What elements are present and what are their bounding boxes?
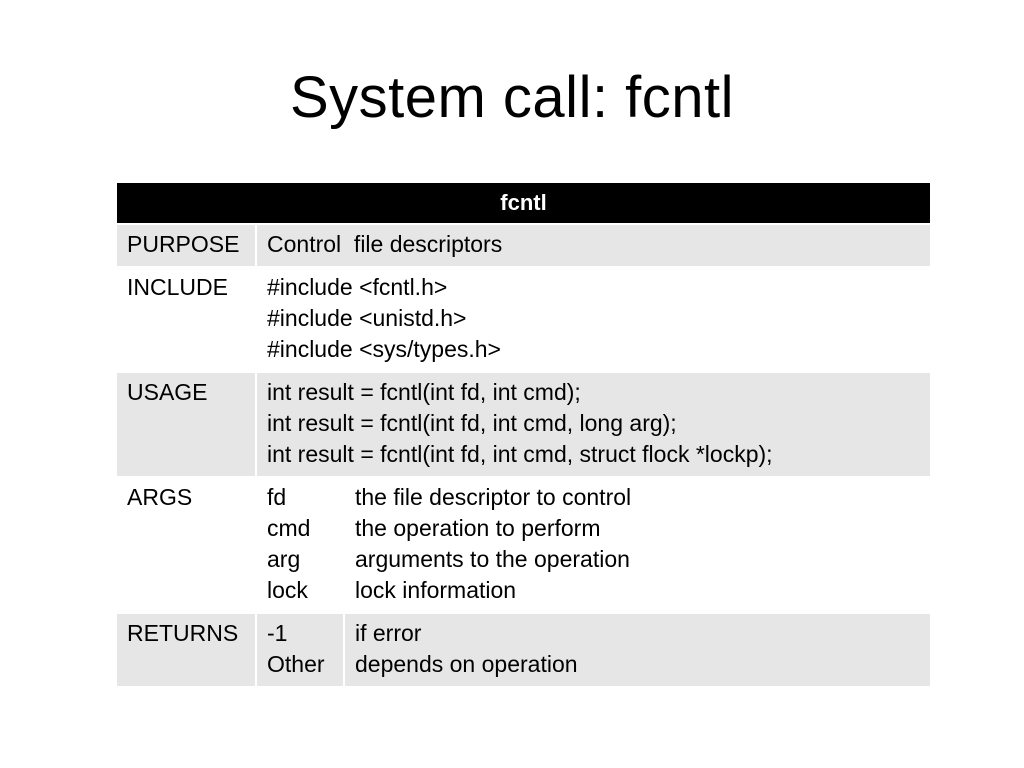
arg-desc: arguments to the operation: [355, 546, 630, 572]
return-value: Other: [267, 651, 325, 677]
returns-values: -1 Other: [256, 612, 345, 686]
include-line: #include <unistd.h>: [267, 305, 467, 331]
arg-name: fd: [267, 484, 287, 510]
include-lines: #include <fcntl.h> #include <unistd.h> #…: [256, 266, 930, 372]
include-label: INCLUDE: [117, 266, 257, 372]
args-list: fd the file descriptor to control cmd th…: [256, 476, 930, 613]
slide-title: System call: fcntl: [289, 65, 735, 130]
include-row: INCLUDE #include <fcntl.h> #include <uni…: [117, 266, 930, 372]
table-header: fcntl: [117, 183, 930, 224]
include-line: #include <sys/types.h>: [267, 336, 501, 362]
purpose-value: Control file descriptors: [267, 231, 503, 257]
usage-line: int result = fcntl(int fd, int cmd, long…: [267, 410, 677, 436]
purpose-row: PURPOSE Control file descriptors: [117, 223, 930, 267]
arg-name: lock: [267, 577, 308, 603]
return-value: -1: [267, 620, 288, 646]
args-row: ARGS fd the file descriptor to control c…: [117, 476, 930, 613]
arg-desc: lock information: [355, 577, 517, 603]
returns-label: RETURNS: [117, 612, 257, 686]
arg-desc: the file descriptor to control: [355, 484, 632, 510]
usage-lines: int result = fcntl(int fd, int cmd); int…: [256, 371, 930, 477]
include-line: #include <fcntl.h>: [267, 274, 448, 300]
usage-line: int result = fcntl(int fd, int cmd);: [267, 379, 581, 405]
table-header-row: fcntl: [117, 183, 930, 224]
arg-name: arg: [267, 546, 301, 572]
return-desc: if error: [355, 620, 422, 646]
usage-label: USAGE: [117, 371, 257, 477]
arg-name: cmd: [267, 515, 311, 541]
usage-row: USAGE int result = fcntl(int fd, int cmd…: [117, 371, 930, 477]
returns-row: RETURNS -1 Other if error depends on ope…: [117, 612, 930, 686]
usage-line: int result = fcntl(int fd, int cmd, stru…: [267, 441, 773, 467]
return-desc: depends on operation: [355, 651, 578, 677]
returns-descs: if error depends on operation: [344, 612, 930, 686]
fcntl-table: fcntl PURPOSE Control file descriptors I…: [117, 183, 930, 686]
arg-desc: the operation to perform: [355, 515, 601, 541]
args-label: ARGS: [117, 476, 257, 613]
purpose-text: Control file descriptors: [256, 223, 930, 267]
purpose-label: PURPOSE: [117, 223, 257, 267]
